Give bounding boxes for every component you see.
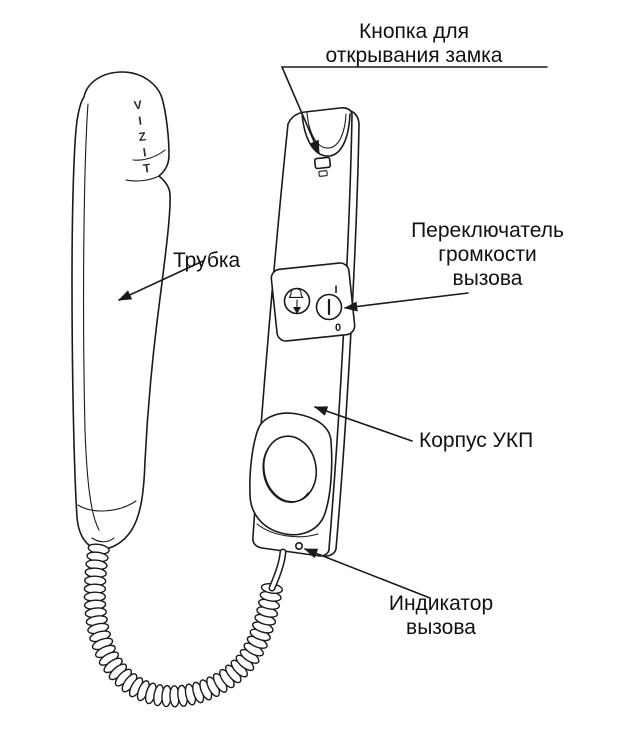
switch-mark-off: 0 (335, 322, 341, 334)
label-lock-button-line1: Кнопка для (359, 20, 469, 43)
leader-volume-switch (343, 292, 469, 312)
volume-arrow-head-icon (293, 307, 301, 314)
label-volume-switch: Переключатель громкости вызова (385, 219, 590, 291)
cord-tail-highlight (270, 550, 285, 590)
cord-coil-loops (83, 543, 283, 708)
leader-handset (117, 260, 204, 301)
label-lock-button: Кнопка для открывания замка (283, 20, 545, 68)
leader-indicator (303, 548, 431, 599)
handset-tip-detail (91, 537, 115, 543)
cup-depth-arc (262, 446, 309, 503)
label-volume-line1: Переключатель (411, 219, 564, 242)
bell-icon (288, 287, 304, 298)
lock-recess-outer (301, 112, 351, 157)
label-indicator-line2: вызова (406, 616, 476, 640)
leader-body (313, 406, 413, 442)
label-volume-line3: вызова (452, 267, 523, 291)
leader-lock-button (281, 66, 320, 155)
label-lock-button-line2: открывания замка (325, 44, 503, 68)
handset-ear-seam (125, 175, 160, 182)
handset-outline (71, 71, 171, 550)
call-indicator-drawing (294, 541, 303, 550)
label-volume-line2: громкости (438, 243, 537, 267)
volume-switch-drawing: I 0 (270, 262, 356, 342)
switch-panel (270, 262, 356, 342)
handset-left-contour (83, 103, 100, 531)
handset-cup-drawing (249, 412, 333, 536)
base-bottom-seam (256, 523, 319, 538)
handset-drawing (71, 71, 171, 550)
lock-recess-inner (306, 112, 347, 149)
label-handset: Трубка (173, 249, 241, 272)
base-unit-drawing: I 0 (249, 107, 360, 557)
coiled-cord-drawing (83, 543, 287, 708)
handset-cap-seam (132, 149, 166, 161)
label-indicator-line1: Индикатор (388, 592, 494, 615)
label-indicator: Индикатор вызова (377, 592, 505, 640)
leader-lines (117, 66, 548, 599)
handset-mouth-seam (77, 500, 137, 512)
switch-mark-on: I (334, 284, 337, 296)
lock-button-drawing (313, 156, 332, 177)
label-body: Корпус УКП (419, 429, 534, 452)
